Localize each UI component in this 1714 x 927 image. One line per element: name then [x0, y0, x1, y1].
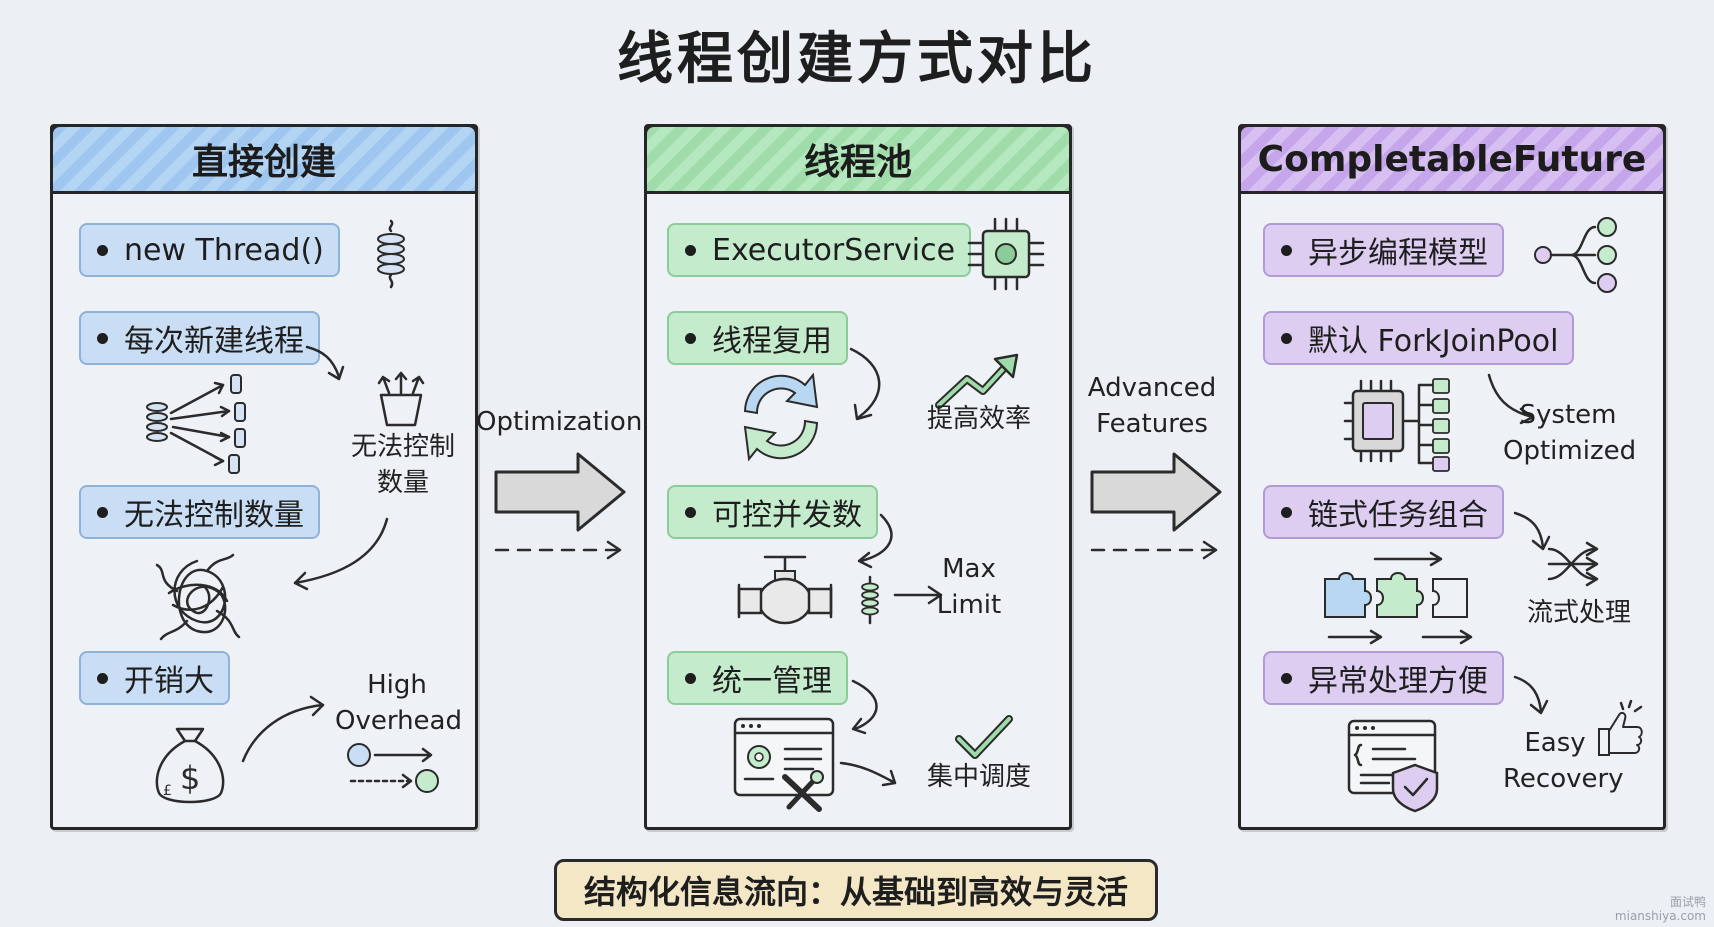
curved-arrow-icon — [849, 347, 881, 421]
note-max-limit: Max Limit — [921, 551, 1017, 623]
curved-arrow-icon — [1487, 373, 1535, 425]
item-uncontrollable-count: 无法控制数量 — [79, 485, 320, 539]
item-new-each-time: 每次新建线程 — [79, 311, 320, 365]
checkmark-icon — [955, 715, 1013, 759]
note-line: System Optimized — [1503, 400, 1637, 466]
bullet-dot — [685, 332, 696, 344]
curved-up-arrow-icon — [241, 695, 325, 763]
bullet-dot — [685, 672, 696, 684]
watermark: 面试鸭 mianshiya.com — [1614, 895, 1706, 923]
curved-arrow-icon — [857, 513, 893, 569]
note-stream-processing: 流式处理 — [1526, 598, 1631, 628]
item-controlled-concurrency: 可控并发数 — [667, 485, 878, 539]
note-system-optimized: System Optimized — [1503, 397, 1637, 469]
note-line: 无法控制 数量 — [350, 432, 455, 498]
svg-text:£: £ — [163, 783, 172, 799]
item-new-thread: new Thread() — [79, 223, 340, 277]
transition-optimization-label: Optimization — [476, 407, 643, 437]
item-label: 开销大 — [124, 664, 214, 699]
note-easy-recovery: Easy Recovery — [1503, 725, 1624, 797]
curved-return-arrow-icon — [293, 517, 389, 591]
branching-nodes-icon — [1534, 217, 1617, 293]
item-executor-service: ExecutorService — [667, 223, 972, 277]
right-arrow-icon — [839, 761, 897, 787]
panel-completable-future-header: CompletableFuture — [1238, 124, 1666, 194]
page-title: 线程创建方式对比 — [617, 27, 1097, 92]
valve-icon — [737, 555, 833, 625]
tangled-threads-icon — [155, 553, 241, 641]
item-label: 每次新建线程 — [124, 324, 304, 359]
trend-up-icon — [935, 353, 1019, 409]
overhead-flow-icon — [347, 743, 439, 793]
item-label: 异步编程模型 — [1308, 236, 1488, 271]
item-high-cost: 开销大 — [79, 651, 230, 705]
thumbs-up-icon — [1598, 699, 1643, 756]
bullet-dot — [97, 244, 108, 256]
note-efficiency: 提高效率 — [926, 404, 1031, 434]
bullet-dot — [685, 506, 696, 518]
panel-thread-pool: 线程池 ExecutorService 线程复用 提高效率 可控并发数 — [644, 124, 1072, 830]
thread-spawn-arrows-icon — [146, 374, 246, 474]
item-default-forkjoinpool: 默认 ForkJoinPool — [1263, 311, 1575, 365]
overflowing-bucket-icon — [377, 371, 425, 427]
flow-summary-banner: 结构化信息流向：从基础到高效与灵活 — [554, 859, 1158, 921]
bullet-dot — [685, 244, 696, 256]
money-bag-icon: $ £ — [155, 727, 225, 804]
note-line: Easy Recovery — [1503, 728, 1624, 794]
cpu-chip-icon — [967, 217, 1045, 291]
note-high-overhead: High Overhead — [335, 667, 462, 739]
item-label: 可控并发数 — [712, 498, 862, 533]
bullet-dot — [97, 506, 108, 518]
item-label: ExecutorService — [712, 232, 956, 268]
item-label: 统一管理 — [712, 664, 832, 699]
code-window-shield-icon — [1347, 719, 1439, 813]
curved-arrow-icon — [1513, 675, 1549, 715]
transition-advanced-features-label: Advanced Features — [1087, 373, 1217, 439]
optimization-arrow-icon — [494, 452, 626, 560]
item-label: 默认 ForkJoinPool — [1308, 324, 1559, 359]
advanced-features-arrow-icon — [1090, 452, 1222, 560]
puzzle-chain-icon — [1324, 551, 1473, 645]
bullet-dot — [1281, 672, 1292, 684]
panel-thread-pool-header: 线程池 — [644, 124, 1072, 194]
item-label: 链式任务组合 — [1308, 498, 1488, 533]
svg-text:$: $ — [180, 759, 200, 797]
note-uncontrollable: 无法控制 数量 — [343, 429, 463, 501]
bullet-dot — [1281, 332, 1292, 344]
note-line: High Overhead — [335, 670, 462, 736]
bullet-dot — [97, 672, 108, 684]
bullet-dot — [1281, 244, 1292, 256]
item-async-model: 异步编程模型 — [1263, 223, 1504, 277]
note-central-scheduling: 集中调度 — [926, 762, 1031, 792]
panel-direct-creation-header: 直接创建 — [50, 124, 478, 194]
item-easy-exception-handling: 异常处理方便 — [1263, 651, 1504, 705]
item-label: 异常处理方便 — [1308, 664, 1488, 699]
thread-spring-icon — [861, 575, 879, 625]
curved-arrow-icon — [851, 679, 878, 735]
note-line: Max Limit — [936, 554, 1002, 620]
item-label: 线程复用 — [712, 324, 832, 359]
curved-arrow-icon — [1513, 511, 1551, 551]
shuffle-icon — [1547, 541, 1599, 587]
chip-tree-icon — [1343, 378, 1450, 472]
bullet-dot — [1281, 506, 1292, 518]
item-label: new Thread() — [124, 232, 324, 268]
settings-window-tools-icon — [733, 717, 835, 812]
curved-arrow-icon — [305, 345, 345, 381]
bullet-dot — [97, 332, 108, 344]
thread-spring-icon — [377, 219, 405, 289]
panel-completable-future: CompletableFuture 异步编程模型 默认 ForkJoinPool… — [1238, 124, 1666, 830]
item-chained-tasks: 链式任务组合 — [1263, 485, 1504, 539]
refresh-cycle-icon — [743, 372, 819, 462]
item-thread-reuse: 线程复用 — [667, 311, 848, 365]
item-unified-management: 统一管理 — [667, 651, 848, 705]
item-label: 无法控制数量 — [124, 498, 304, 533]
right-arrow-icon — [893, 585, 943, 605]
panel-direct-creation: 直接创建 new Thread() 每次新建线程 无法 — [50, 124, 478, 830]
